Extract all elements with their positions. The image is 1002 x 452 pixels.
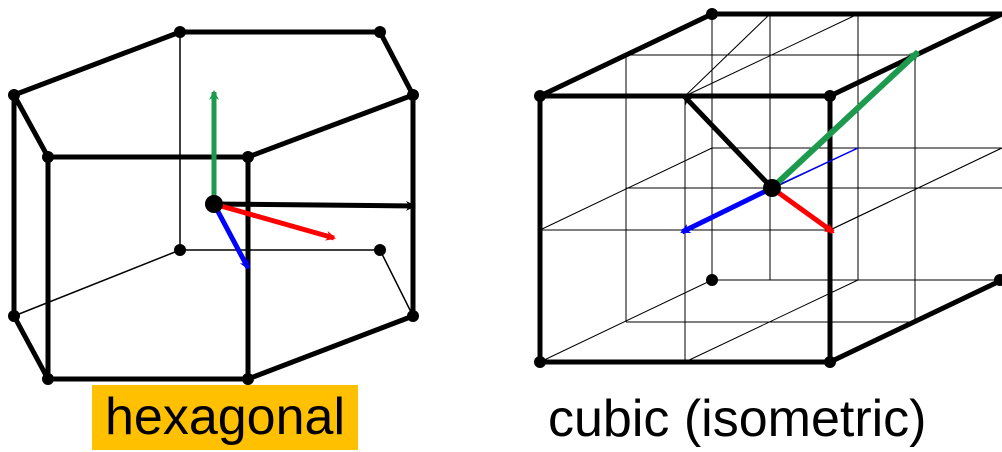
cubic-vertices: [534, 8, 1002, 368]
hex-hidden-edges: [13, 32, 414, 317]
cubic-axis-thin-blue: [771, 147, 859, 189]
hex-axis-black: [213, 200, 416, 211]
cubic-axis-blue: [680, 185, 774, 235]
hexagonal-diagram: [0, 0, 440, 400]
hex-origin: [205, 195, 223, 213]
hex-vertices: [8, 26, 419, 385]
hexagonal-prism-icon: [8, 26, 419, 385]
cubic-lattice-icon: [534, 8, 1002, 368]
hex-axis-red: [213, 201, 336, 241]
hex-bottom-edges: [11, 313, 414, 382]
cubic-label: cubic (isometric): [548, 390, 927, 448]
cubic-origin: [763, 179, 781, 197]
cubic-axis-green: [769, 49, 921, 191]
cubic-axis-black: [682, 94, 774, 190]
hex-axis-blue: [211, 202, 251, 270]
hexagonal-label: hexagonal: [92, 385, 358, 450]
cubic-axis-red: [770, 185, 835, 235]
cubic-diagram: [525, 0, 1002, 380]
